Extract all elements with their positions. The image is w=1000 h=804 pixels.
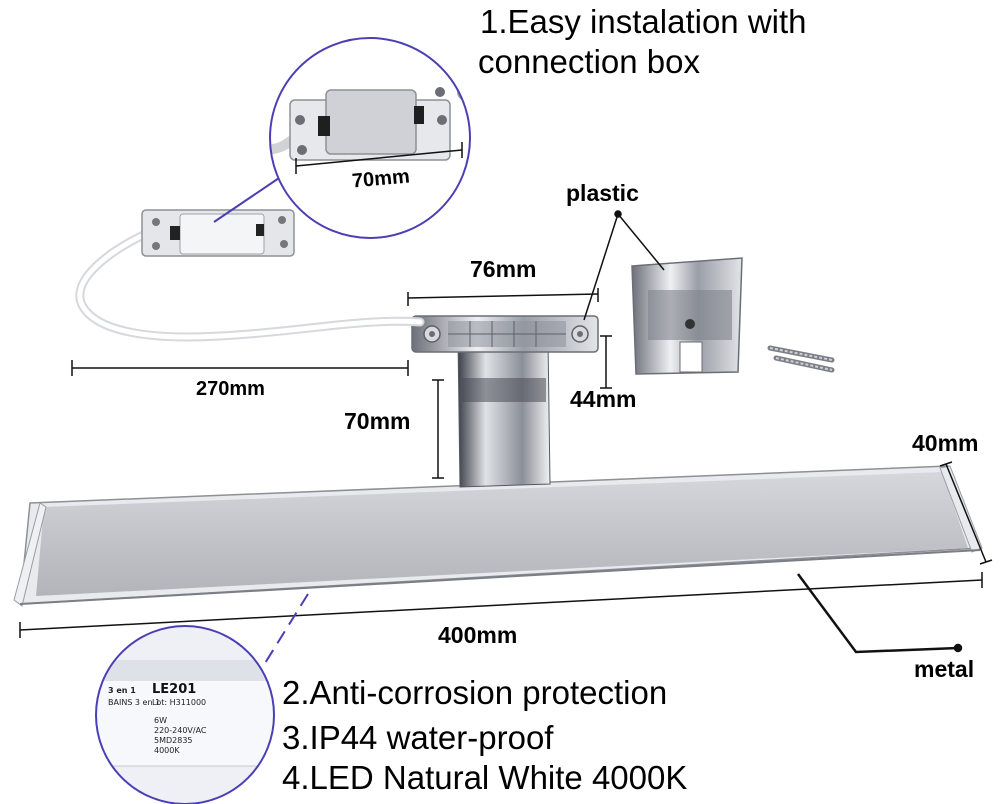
feature-1-line2: connection box <box>478 43 700 80</box>
dim-arm-height-label: 70mm <box>344 408 411 434</box>
connection-box <box>141 209 295 257</box>
feature-2: 2.Anti-corrosion protection <box>282 674 668 711</box>
dim-bracket-width-label: 76mm <box>470 256 537 282</box>
label-line6: 5MD2835 <box>154 736 193 745</box>
label-line5: 220-240V/AC <box>154 726 207 735</box>
dim-70mm-arm-line <box>432 379 444 479</box>
dim-76mm-line <box>407 288 599 306</box>
dim-bar-length-label: 400mm <box>438 622 518 648</box>
connection-box-zoom <box>213 37 471 239</box>
end-cap-plastic <box>631 257 743 375</box>
feature-3: 3.IP44 water-proof <box>282 719 554 756</box>
dim-cable-label: 270mm <box>196 378 265 400</box>
dim-40mm-line <box>939 461 993 565</box>
feature-4: 4.LED Natural White 4000K <box>282 759 688 796</box>
wall-bracket <box>411 315 599 353</box>
dim-bracket-depth-label: 44mm <box>570 386 637 412</box>
led-bar <box>13 465 983 607</box>
material-metal-label: metal <box>914 656 975 682</box>
label-line7: 4000K <box>154 746 180 755</box>
product-label: 3 en 1 LE201 Lot: H311000 BAINS 3 en 1 6… <box>104 682 274 764</box>
label-line2: Lot: H311000 <box>152 698 207 707</box>
dim-bar-height-label: 40mm <box>912 430 979 456</box>
screws <box>767 345 835 373</box>
label-line4: 6W <box>154 716 167 725</box>
label-line3: BAINS 3 en 1 <box>108 698 161 707</box>
metal-leader <box>796 573 963 654</box>
dim-270mm-line <box>71 360 409 376</box>
label-line1: 3 en 1 <box>108 686 136 695</box>
plastic-leader <box>583 210 665 321</box>
label-model: LE201 <box>152 682 197 697</box>
dim-44mm-line <box>600 335 612 389</box>
feature-1-line1: 1.Easy instalation with <box>480 3 807 40</box>
material-plastic-label: plastic <box>566 180 639 206</box>
mounting-arm <box>457 339 551 488</box>
dim-400mm-line <box>19 572 983 638</box>
product-label-zoom <box>95 593 309 804</box>
